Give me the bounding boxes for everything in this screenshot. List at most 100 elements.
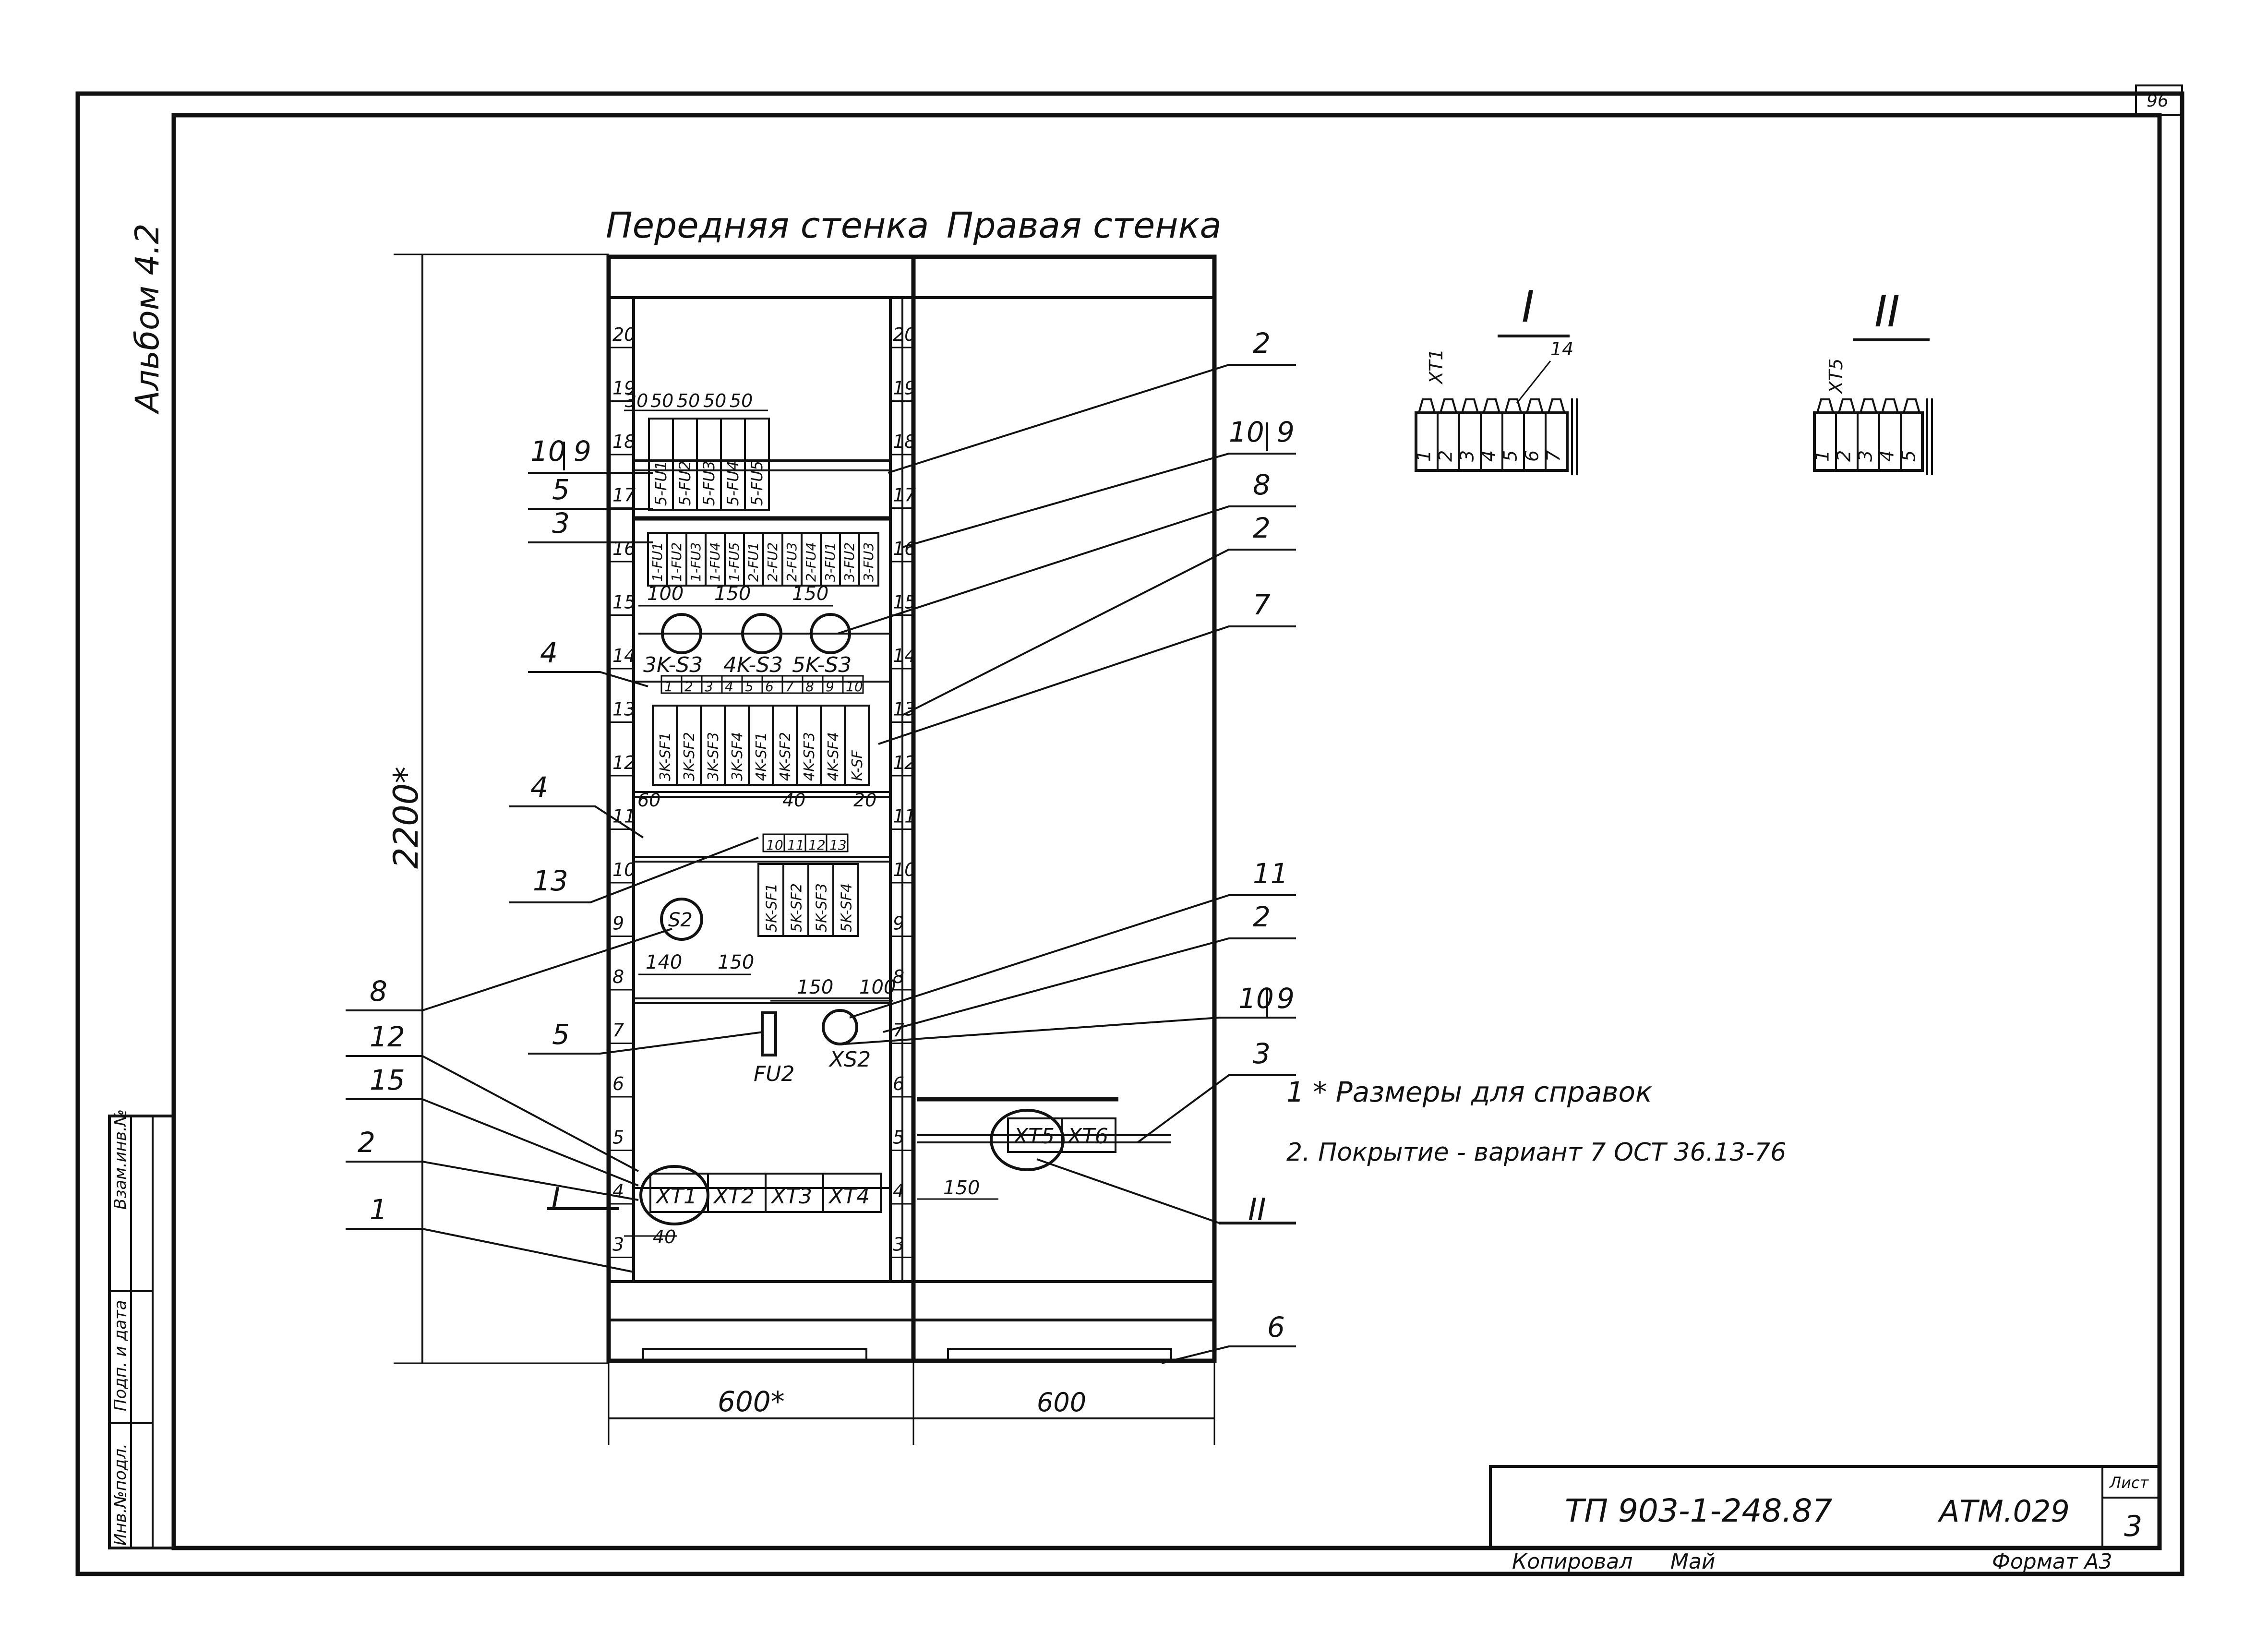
terminal-1-label: 6 [765, 679, 774, 695]
view-II-cell-label: 3 [1855, 450, 1876, 462]
terminal-1-label: 2 [684, 679, 693, 695]
rail-number-left: 17 [612, 485, 636, 506]
breaker-b-label: 5K-SF2 [788, 883, 805, 932]
view-I-cell-label: 5 [1500, 450, 1521, 462]
leader-line [346, 1055, 639, 1172]
view-I-cell-clamp [1418, 398, 1436, 413]
breaker-label: 4K-SF2 [777, 732, 794, 781]
callout-number: 8 [1253, 468, 1271, 501]
view-I-cell-clamp [1548, 398, 1565, 413]
breaker-label: 3K-SF3 [705, 732, 722, 781]
page-number: 96 [2147, 91, 2169, 111]
gap-40: 40 [782, 790, 805, 811]
breaker-label: 4K-SF1 [753, 732, 770, 781]
fuse-top-body [744, 418, 770, 511]
title-block: ТП 903-1-248.87 АТМ.029 Лист 3 Копировал… [1489, 1465, 2161, 1574]
leader-line [888, 364, 1296, 474]
breaker-label: 4K-SF3 [801, 732, 818, 781]
breaker-b-label: 5K-SF3 [813, 883, 830, 932]
height-dimension: 2200* [386, 253, 609, 1364]
fuse-label: 3-FU1 [822, 542, 838, 582]
callout-number: 10 [530, 435, 566, 468]
view-II-cell-frame [1813, 411, 1924, 472]
rail-number-right: 6 [893, 1073, 904, 1094]
cabinet-outline [606, 254, 1217, 1363]
view-I-cell-clamp [1526, 398, 1544, 413]
fuse-top-label: 5-FU1 [652, 461, 670, 506]
terminal-2-cell [826, 833, 849, 852]
note-2: 2. Покрытие - вариант 7 ОСТ 36.13-76 [1286, 1138, 1786, 1167]
view-II-cell-label: 1 [1812, 450, 1833, 462]
leader-line [509, 837, 759, 903]
xt-right-label: XT5 [1013, 1124, 1055, 1149]
fuse-top-label: 5-FU3 [700, 461, 718, 506]
view-I-cell-label: 3 [1456, 450, 1477, 462]
breaker-label: 3K-SF4 [729, 732, 746, 781]
rail-number-left: 19 [612, 378, 636, 399]
sheet-label: Лист [2109, 1474, 2149, 1492]
leader-line [346, 1098, 639, 1187]
callout-number: 2 [1253, 512, 1271, 544]
view-II-cell-label: 5 [1898, 450, 1919, 462]
leader-line [883, 937, 1296, 1033]
leader-line [528, 671, 648, 687]
view-II-cell-clamp [1860, 398, 1877, 413]
fu2-fuse [761, 1011, 777, 1056]
view-I-cell-label: 1 [1413, 450, 1434, 462]
rail-number-left: 18 [612, 431, 636, 452]
title-block-frame [1489, 1465, 2161, 1549]
callout-number: 7 [1253, 588, 1271, 621]
rail-number-right: 10 [893, 859, 916, 880]
fuse-top-label: 5-FU5 [748, 461, 766, 506]
callout-number: 3 [552, 507, 570, 540]
front-width-value: 600* [718, 1385, 785, 1418]
callout-number: 1 [370, 1193, 387, 1226]
callout-number: 9 [1277, 416, 1295, 448]
fuse-label: 2-FU2 [765, 542, 780, 582]
view-II-marker-circle [990, 1109, 1065, 1171]
callout-number: 2 [358, 1126, 375, 1159]
side-stamp-replace-inv: Взам.инв.№ [111, 1109, 130, 1210]
rail-number-left: 6 [612, 1073, 624, 1094]
xt-front-label: XT3 [770, 1184, 812, 1209]
rail-number-right: 12 [893, 752, 916, 773]
callout-number: 2 [1253, 900, 1271, 933]
rail-number-right: 3 [893, 1234, 904, 1255]
rail-number-left: 15 [612, 592, 636, 613]
gap-60: 60 [637, 790, 660, 811]
rail-number-left: 8 [612, 966, 624, 987]
terminal-2-label: 11 [787, 837, 804, 853]
leader-line [849, 894, 1296, 1019]
breaker-label: 4K-SF4 [825, 732, 842, 781]
rail-number-left: 7 [612, 1020, 624, 1041]
leader-line [528, 1031, 764, 1055]
terminal-1-label: 8 [805, 679, 814, 695]
fu2-label: FU2 [754, 1062, 795, 1086]
view-I-cell-frame [1415, 411, 1569, 472]
fuse-label: 3-FU2 [841, 542, 857, 582]
view-II-mark: II [1248, 1192, 1266, 1228]
right-width-value: 600 [1037, 1387, 1086, 1417]
fuse-label: 1-FU1 [649, 542, 665, 582]
fuse-spacing-4: 50 [730, 390, 753, 411]
front-wall-header: Передняя стенка [606, 205, 929, 246]
right-base-slot [947, 1348, 1172, 1362]
s2-dim-140: 140 [646, 951, 682, 973]
leader-line [346, 1161, 639, 1201]
callout-number: 12 [370, 1020, 405, 1053]
rail-number-left: 3 [612, 1234, 624, 1255]
fuse-spacing-3: 50 [703, 390, 726, 411]
view-I-marker-circle [639, 1165, 709, 1225]
inner-dimensions: 30 50 50 50 50 100 150 150 60 40 20 140 … [624, 390, 998, 1248]
leader-line [509, 805, 644, 839]
terminal-1-label: 4 [725, 679, 733, 695]
breaker-label: K-SF [849, 750, 866, 781]
leader-line [902, 549, 1296, 716]
copied-label: Копировал [1512, 1549, 1632, 1574]
side-stamp-sign-date: Подп. и дата [111, 1300, 130, 1411]
xt-left-40: 40 [653, 1226, 676, 1248]
breaker-label: 3K-SF2 [681, 732, 698, 781]
leader-line [837, 505, 1296, 635]
